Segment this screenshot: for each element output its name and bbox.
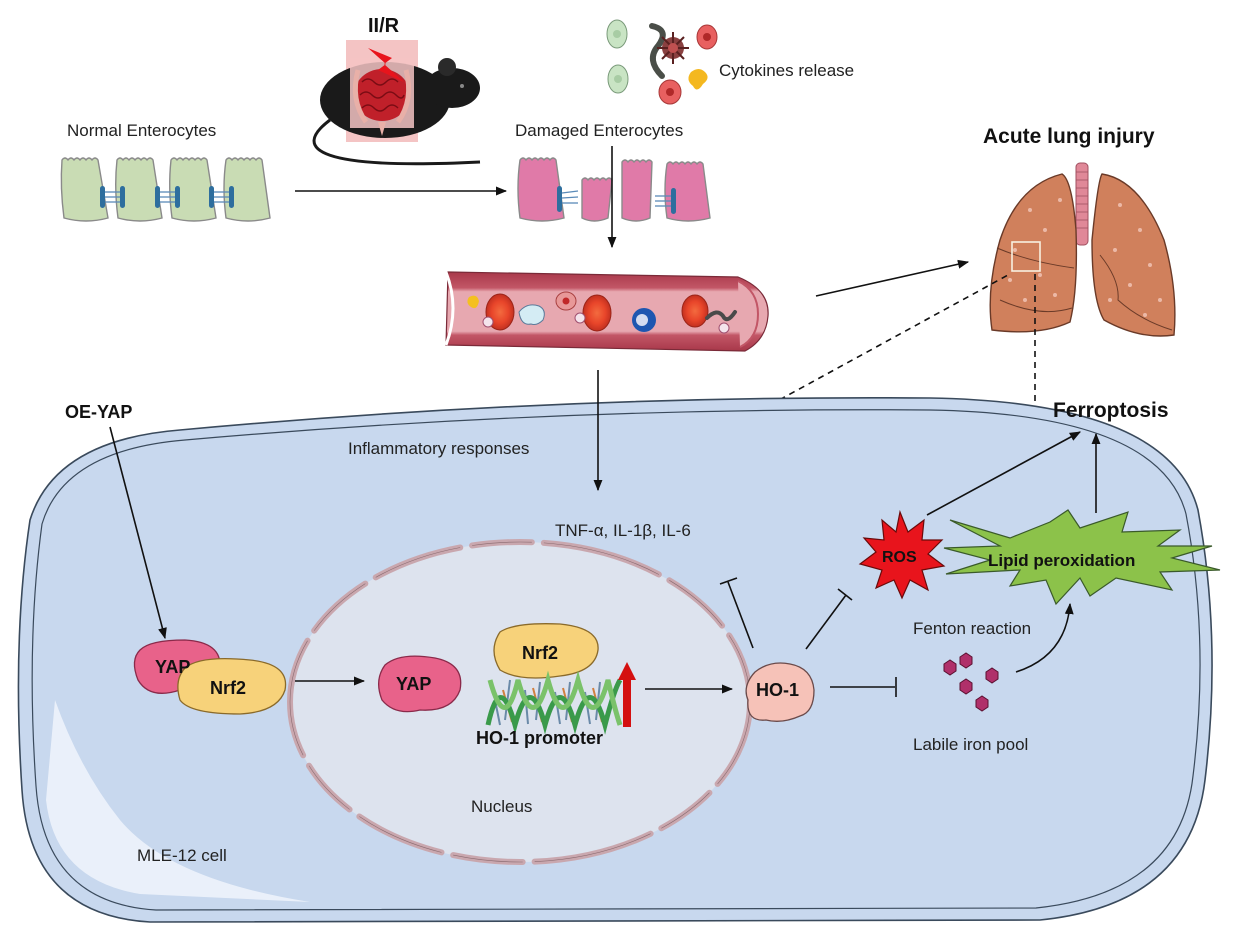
- inhibit-ho1-iron: [830, 677, 897, 697]
- nrf2-protein-nucleus: [493, 623, 599, 679]
- lipid-peroxidation-label: Lipid peroxidation: [988, 551, 1135, 570]
- blood-cells: [467, 291, 737, 334]
- ros-label: ROS: [882, 549, 917, 566]
- blood-vessel-icon: [444, 271, 769, 352]
- lipid-peroxidation-burst-icon: [943, 509, 1221, 606]
- ros-burst-icon: [858, 509, 946, 600]
- arrow-ros-to-ferroptosis: [926, 431, 1081, 516]
- mouse-icon: [312, 40, 481, 166]
- damaged-enterocytes-label: Damaged Enterocytes: [515, 121, 683, 140]
- inhibit-ho1-ros: [805, 588, 853, 650]
- nucleus: [287, 539, 753, 865]
- lung-zoom-box: [1011, 241, 1041, 272]
- dashed-zoom-line-left: [769, 274, 1009, 406]
- fenton-reaction-label: Fenton reaction: [913, 619, 1031, 638]
- normal-enterocytes-icon: [60, 157, 271, 222]
- cytokine-cells-icon: [606, 19, 718, 105]
- iron-hexagons-icon: [943, 652, 999, 712]
- nrf2-label-nucleus: Nrf2: [522, 643, 558, 663]
- ii-r-mouse-group: II/R: [312, 15, 481, 166]
- ii-r-label: II/R: [368, 15, 400, 37]
- cytokines-release-label: Cytokines release: [719, 61, 854, 80]
- ho1-promoter-label: HO-1 promoter: [476, 728, 603, 748]
- normal-enterocytes-label: Normal Enterocytes: [67, 121, 216, 140]
- damaged-enterocytes-icon: [517, 157, 711, 222]
- oe-yap-label: OE-YAP: [65, 402, 132, 422]
- nrf2-label-cytoplasm: Nrf2: [210, 678, 246, 698]
- upregulation-arrow-icon: [618, 662, 636, 727]
- arrow-oe-yap-to-complex: [109, 426, 167, 640]
- cell-label: MLE-12 cell: [137, 846, 227, 865]
- labile-iron-pool-label: Labile iron pool: [913, 735, 1028, 754]
- intestine-icon: [352, 69, 412, 136]
- arrow-iron-to-lipid: [1015, 602, 1074, 673]
- yap-nrf2-complex: YAP Nrf2: [133, 639, 287, 715]
- arrow-vessel-to-lung: [815, 259, 970, 297]
- yap-label-cytoplasm: YAP: [155, 657, 190, 677]
- inhibit-ho1-cytokines: [719, 577, 754, 649]
- nucleus-label: Nucleus: [471, 797, 532, 816]
- cytokines-list-label: TNF-α, IL-1β, IL-6: [555, 521, 691, 540]
- yap-protein-nucleus: [378, 655, 462, 713]
- ferroptosis-label: Ferroptosis: [1053, 399, 1169, 422]
- yap-label-nucleus: YAP: [396, 674, 431, 694]
- acute-lung-injury-label: Acute lung injury: [983, 125, 1155, 148]
- lungs-icon: [989, 162, 1176, 337]
- nrf2-protein-cytoplasm: [177, 658, 287, 715]
- inflammatory-responses-label: Inflammatory responses: [348, 439, 529, 458]
- ho1-label: HO-1: [756, 680, 799, 700]
- ho1-protein: [745, 662, 815, 722]
- dna-helix-icon: [485, 670, 623, 735]
